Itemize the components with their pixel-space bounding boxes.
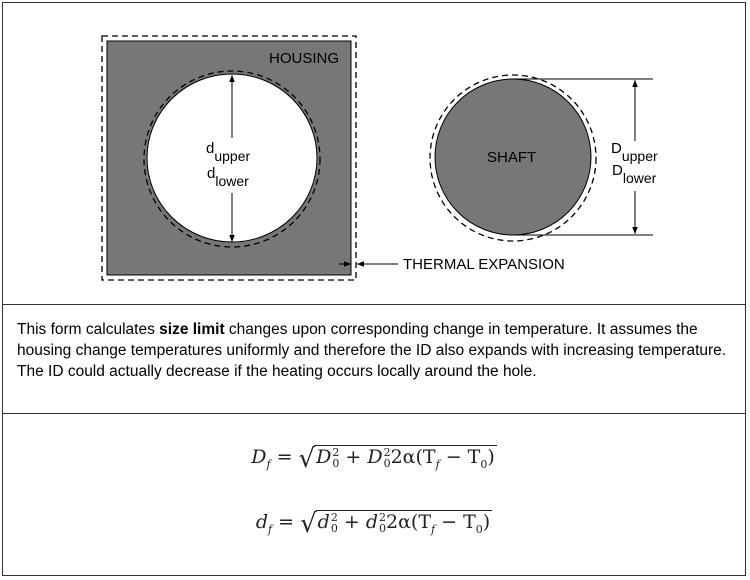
formula-lhs-sub: f bbox=[266, 457, 271, 471]
tf-sub: f bbox=[435, 457, 440, 471]
hole-lower-label: dlower bbox=[207, 165, 249, 189]
description-panel: This form calculates size limit changes … bbox=[3, 305, 745, 414]
description-text: This form calculates bbox=[17, 321, 160, 338]
hole-upper-label: dupper bbox=[206, 140, 250, 164]
description-bold: size limit bbox=[159, 321, 225, 338]
term-var: D bbox=[367, 446, 383, 468]
term-rest: 2α(T bbox=[385, 511, 431, 533]
shaft-expanded-outline bbox=[429, 74, 597, 242]
term-close: ) bbox=[482, 511, 491, 533]
shaft-lower-label: Dlower bbox=[612, 162, 657, 186]
term-var: D bbox=[316, 446, 332, 468]
term-sup: 2 bbox=[383, 446, 391, 459]
description-text-rest: changes upon corresponding change in tem… bbox=[17, 321, 727, 380]
term-minus: − T bbox=[439, 446, 481, 468]
formula-lhs: d bbox=[255, 511, 268, 533]
thermal-expansion-diagram: HOUSING dupper dlower SHAFT Dupper Dlowe… bbox=[101, 35, 658, 281]
term-sub: 0 bbox=[378, 522, 386, 535]
hole-expanded-outline bbox=[143, 70, 321, 248]
term-minus: − T bbox=[435, 511, 476, 533]
term-sub: 0 bbox=[332, 457, 340, 470]
housing-label: HOUSING bbox=[269, 50, 339, 67]
sqrt-icon: √ bbox=[300, 509, 317, 539]
term-sup: 2 bbox=[378, 511, 386, 524]
term-rest: 2α(T bbox=[390, 446, 436, 468]
term-close: ) bbox=[487, 446, 495, 468]
term-sub: 0 bbox=[330, 522, 338, 535]
formula-lhs-sub: f bbox=[267, 522, 273, 536]
diagram-panel: HOUSING dupper dlower SHAFT Dupper Dlowe… bbox=[3, 3, 745, 305]
term-sup: 2 bbox=[330, 511, 338, 524]
tf-sub: f bbox=[431, 522, 436, 536]
sqrt-icon: √ bbox=[298, 444, 316, 474]
term-var: d bbox=[317, 511, 330, 533]
thermal-expansion-label: THERMAL EXPANSION bbox=[403, 256, 565, 273]
housing-expanded-outline bbox=[101, 35, 357, 281]
t0-sub: 0 bbox=[475, 522, 483, 536]
term-sup: 2 bbox=[332, 446, 340, 459]
t0-sub: 0 bbox=[480, 457, 488, 471]
shaft-label: SHAFT bbox=[487, 149, 536, 166]
shaft-upper-label: Dupper bbox=[611, 140, 658, 164]
term-sub: 0 bbox=[383, 457, 391, 470]
formula-lhs: D bbox=[251, 446, 267, 468]
term-var: d bbox=[365, 511, 378, 533]
